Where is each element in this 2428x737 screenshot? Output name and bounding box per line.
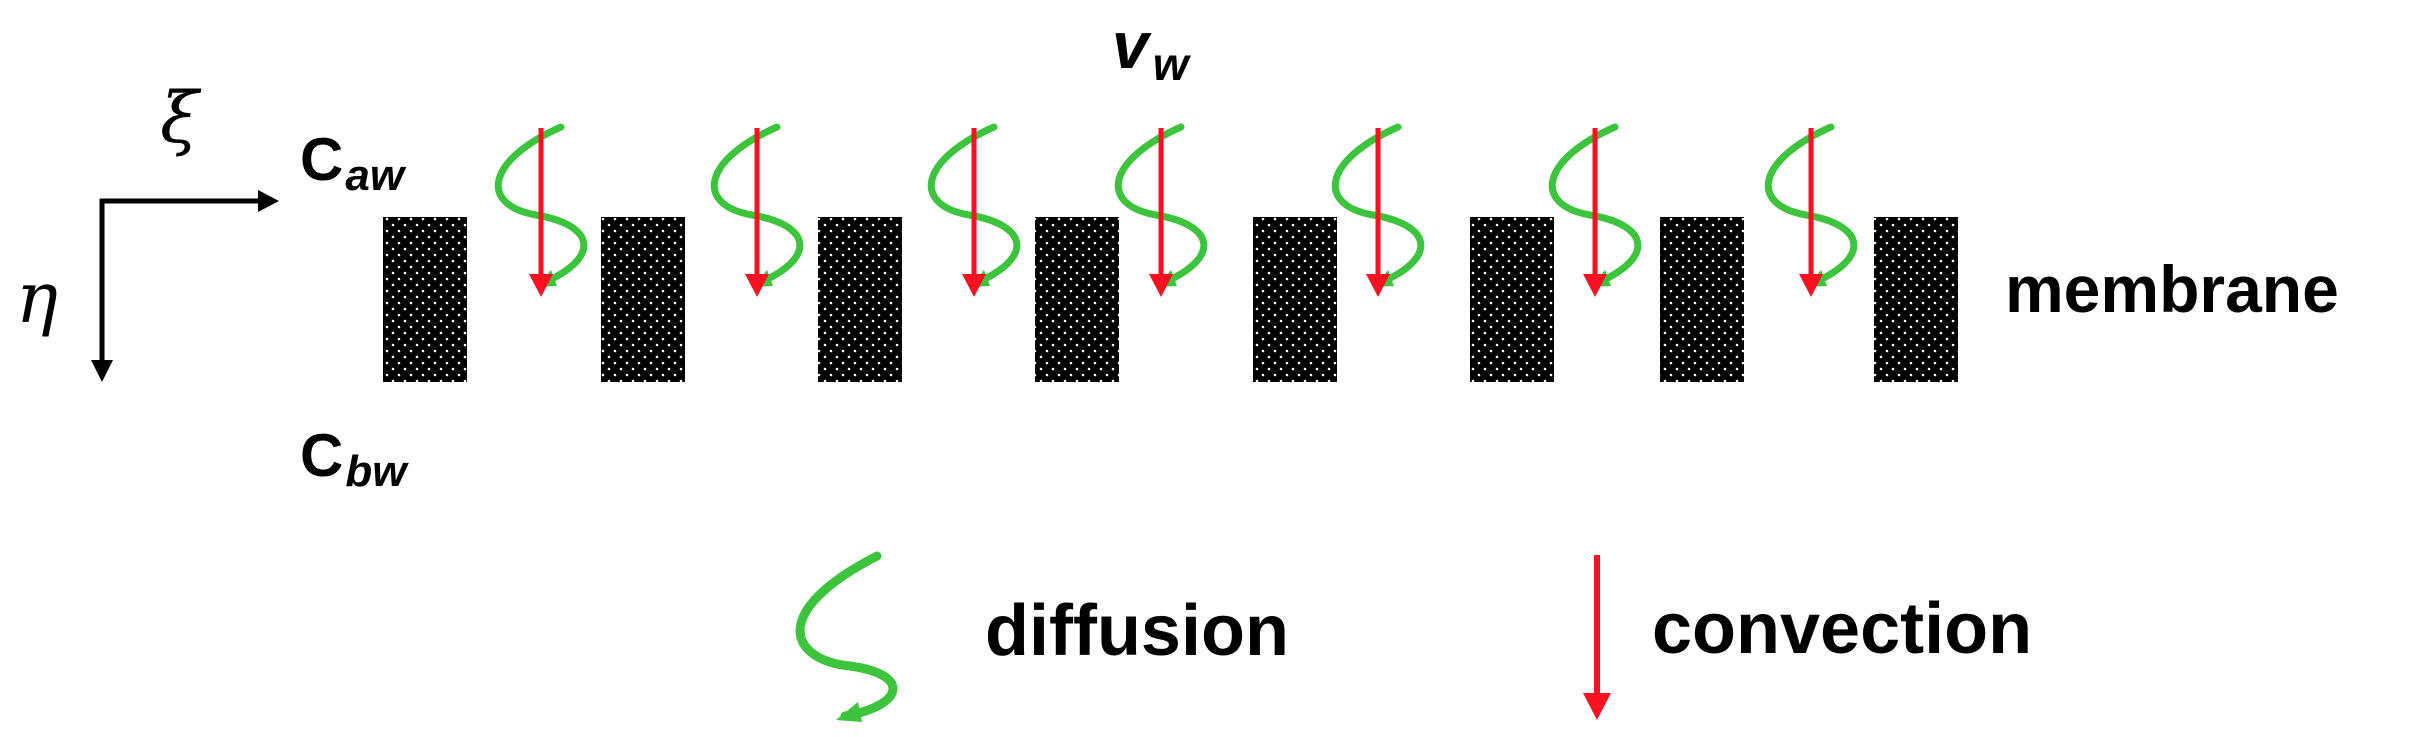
concentration-below-label: Cbw (300, 422, 409, 496)
pore-flow (1331, 123, 1425, 297)
membrane-label: membrane (2005, 252, 2339, 326)
diffusion-path (1331, 123, 1425, 287)
coordinate-axes: ξ η (16, 77, 279, 382)
legend-diffusion-label: diffusion (985, 591, 1289, 671)
membrane-block (601, 217, 685, 382)
pore-flow (494, 123, 588, 297)
diffusion-path (494, 123, 588, 287)
convection-arrowhead (1583, 274, 1607, 297)
membrane-block (1253, 217, 1337, 382)
legend-diffusion-arrowhead (836, 702, 862, 722)
membrane-block (818, 217, 902, 382)
convection-arrowhead (745, 274, 769, 297)
legend: diffusion convection (795, 551, 2032, 722)
membrane-block (1874, 217, 1958, 382)
xi-axis-arrowhead (258, 190, 279, 212)
concentration-above-main: C (300, 126, 343, 193)
pore-flow (927, 123, 1021, 297)
pore-flow (710, 123, 804, 297)
membrane-block (1035, 217, 1119, 382)
pore-flows (494, 123, 1858, 297)
membrane-block (383, 217, 467, 382)
concentration-below-main: C (300, 422, 343, 489)
concentration-above-sub: aw (345, 151, 406, 200)
xi-label: ξ (160, 77, 202, 159)
eta-axis-arrowhead (91, 360, 113, 382)
velocity-label-main: v (1112, 8, 1152, 82)
membrane-blocks (383, 217, 1958, 382)
pore-flow (1114, 123, 1208, 297)
convection-arrowhead (1799, 274, 1823, 297)
concentration-below-sub: bw (345, 447, 409, 496)
convection-arrowhead (962, 274, 986, 297)
diffusion-path (1548, 123, 1642, 287)
pore-flow (1548, 123, 1642, 297)
convection-arrowhead (1149, 274, 1173, 297)
diffusion-path (710, 123, 804, 287)
legend-diffusion-icon (795, 551, 898, 721)
concentration-above-label: Caw (300, 126, 407, 200)
diffusion-path (927, 123, 1021, 287)
convection-arrowhead (1366, 274, 1390, 297)
diffusion-path (1764, 123, 1858, 287)
velocity-label: vw (1112, 8, 1192, 90)
pore-flow (1764, 123, 1858, 297)
diffusion-path (1114, 123, 1208, 287)
membrane-block (1660, 217, 1744, 382)
velocity-label-sub: w (1153, 38, 1192, 90)
legend-convection-label: convection (1652, 589, 2032, 669)
convection-arrowhead (529, 274, 553, 297)
eta-label: η (16, 257, 58, 339)
legend-convection-arrowhead (1583, 693, 1611, 720)
membrane-block (1470, 217, 1554, 382)
